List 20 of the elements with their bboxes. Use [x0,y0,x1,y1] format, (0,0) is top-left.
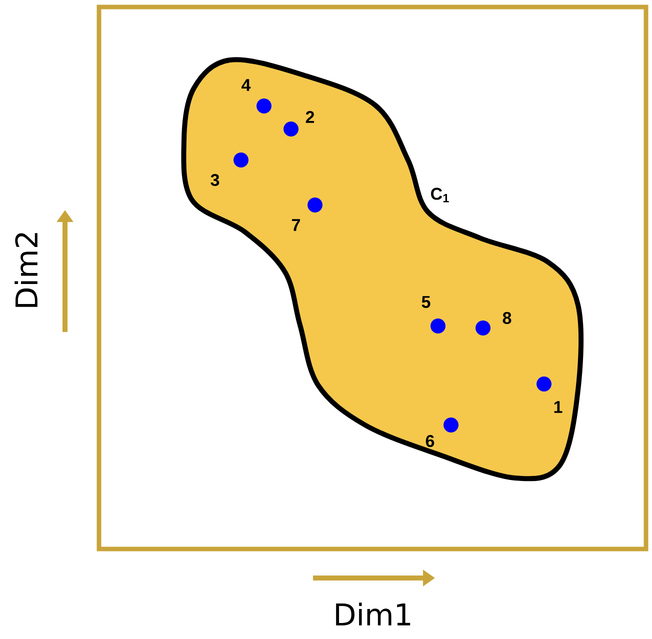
data-point [308,198,322,212]
data-point [476,320,490,336]
point-label: 6 [426,434,434,448]
point-label: 3 [210,174,220,186]
data-point [256,98,272,114]
data-point [430,318,446,334]
cluster-label: C$_{1}$ [431,188,449,202]
data-point [284,122,298,136]
axis-label: Dim1 [336,602,410,626]
point-label: 1 [554,401,562,413]
cluster-region [181,57,584,482]
point-label: 8 [502,312,512,324]
point-label: 7 [292,219,300,231]
data-point [444,418,458,432]
axis-label: Dim2 [14,233,38,307]
point-label: 5 [422,296,430,308]
data-point [234,152,248,168]
point-label: 4 [242,79,251,91]
point-label: 2 [306,111,314,123]
data-point [536,376,552,392]
